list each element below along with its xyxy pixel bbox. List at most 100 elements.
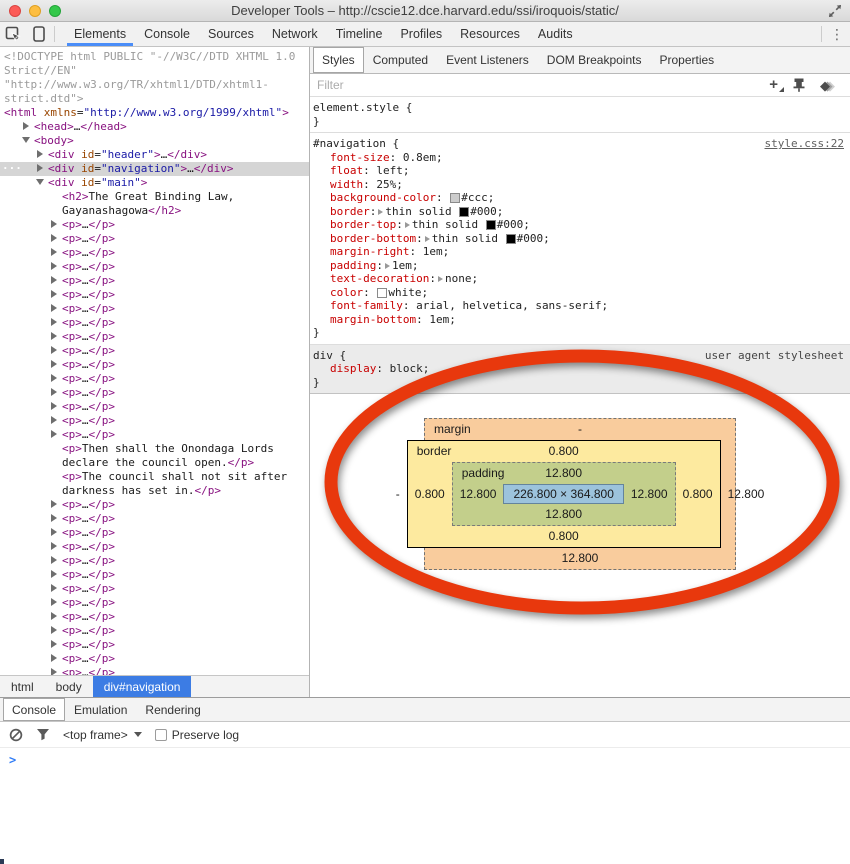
sidebar-tab-event-listeners[interactable]: Event Listeners: [446, 53, 529, 67]
margin-bottom-value[interactable]: 12.800: [561, 551, 599, 565]
tree-row[interactable]: <p>…</p>: [0, 554, 309, 568]
property-name[interactable]: background-color: [330, 191, 436, 204]
twisty-collapsed-icon[interactable]: [48, 260, 62, 274]
shorthand-expand-icon[interactable]: [384, 262, 390, 269]
tab-profiles[interactable]: Profiles: [400, 27, 443, 41]
drawer-tab-rendering[interactable]: Rendering: [145, 702, 201, 717]
console-output[interactable]: >: [0, 748, 850, 864]
tree-row[interactable]: <p>…</p>: [0, 260, 309, 274]
tree-row[interactable]: <p>…</p>: [0, 218, 309, 232]
tree-row[interactable]: <html xmlns="http://www.w3.org/1999/xhtm…: [0, 106, 309, 120]
padding-right-value[interactable]: 12.800: [630, 487, 668, 501]
twisty-collapsed-icon[interactable]: [48, 246, 62, 260]
box-model-content[interactable]: 226.800 × 364.800: [503, 484, 624, 504]
twisty-collapsed-icon[interactable]: [48, 554, 62, 568]
property-name[interactable]: padding: [330, 258, 377, 272]
twisty-collapsed-icon[interactable]: [48, 414, 62, 428]
tree-row[interactable]: Gayanashagowa</h2>: [0, 204, 309, 218]
twisty-collapsed-icon[interactable]: [48, 330, 62, 344]
tree-row[interactable]: <p>…</p>: [0, 498, 309, 512]
rule-selector[interactable]: element.style {: [313, 101, 413, 114]
resize-expand-icon[interactable]: [828, 4, 842, 18]
border-left-value[interactable]: 0.800: [414, 487, 445, 501]
tree-row[interactable]: <p>…</p>: [0, 246, 309, 260]
stylesheet-link[interactable]: style.css:22: [764, 137, 844, 150]
css-property[interactable]: float: left;: [330, 164, 410, 177]
breadcrumb-item-html[interactable]: html: [11, 679, 34, 694]
twisty-collapsed-icon[interactable]: [48, 596, 62, 610]
tree-row[interactable]: <head>…</head>: [0, 120, 309, 134]
color-swatch[interactable]: [459, 206, 470, 217]
property-name[interactable]: text-decoration: [330, 272, 430, 285]
tree-row[interactable]: strict.dtd">: [0, 92, 309, 106]
tree-row[interactable]: <p>…</p>: [0, 302, 309, 316]
tree-row[interactable]: darkness has set in.</p>: [0, 484, 309, 498]
color-swatch[interactable]: [377, 287, 388, 298]
tree-row[interactable]: "http://www.w3.org/TR/xhtml1/DTD/xhtml1-: [0, 78, 309, 92]
row-ellipsis-handle[interactable]: ...: [2, 159, 22, 172]
tree-row[interactable]: <p>…</p>: [0, 330, 309, 344]
tab-sources[interactable]: Sources: [207, 27, 254, 41]
tab-elements[interactable]: Elements: [65, 22, 135, 46]
twisty-collapsed-icon[interactable]: [48, 274, 62, 288]
property-name[interactable]: width: [330, 177, 364, 191]
css-property[interactable]: font-size: 0.8em;: [330, 150, 443, 164]
clear-console-icon[interactable]: [9, 728, 23, 742]
tree-row[interactable]: <p>…</p>: [0, 232, 309, 246]
filter-funnel-icon[interactable]: [36, 728, 50, 741]
margin-left-value[interactable]: -: [395, 487, 400, 501]
tree-row[interactable]: <body>: [0, 134, 309, 148]
twisty-collapsed-icon[interactable]: [48, 218, 62, 232]
tree-row[interactable]: <p>…</p>: [0, 624, 309, 638]
twisty-collapsed-icon[interactable]: [34, 148, 48, 162]
tree-row[interactable]: declare the council open.</p>: [0, 456, 309, 470]
property-name[interactable]: display: [330, 362, 377, 375]
property-name[interactable]: border-bottom: [330, 231, 417, 245]
tab-audits[interactable]: Audits: [537, 27, 573, 41]
element-state-icon[interactable]: [820, 79, 838, 92]
twisty-collapsed-icon[interactable]: [48, 232, 62, 246]
twisty-collapsed-icon[interactable]: [48, 400, 62, 414]
tree-row[interactable]: <p>…</p>: [0, 316, 309, 330]
sidebar-tab-properties[interactable]: Properties: [659, 53, 715, 67]
tree-row[interactable]: <p>…</p>: [0, 568, 309, 582]
padding-bottom-value[interactable]: 12.800: [545, 507, 582, 521]
twisty-collapsed-icon[interactable]: [48, 386, 62, 400]
property-name[interactable]: margin-right: [330, 245, 410, 258]
css-property[interactable]: padding:1em;: [330, 258, 419, 272]
tree-row[interactable]: <p>…</p>: [0, 386, 309, 400]
breadcrumb-item-div-navigation[interactable]: div#navigation: [92, 676, 192, 697]
twisty-collapsed-icon[interactable]: [48, 498, 62, 512]
tree-row[interactable]: <div id="header">…</div>: [0, 148, 309, 162]
twisty-collapsed-icon[interactable]: [48, 512, 62, 526]
new-style-rule-icon[interactable]: +: [769, 77, 784, 92]
css-property[interactable]: background-color: #ccc;: [330, 191, 495, 204]
zoom-window-button[interactable]: [49, 4, 61, 17]
property-name[interactable]: border-top: [330, 218, 397, 231]
minimize-window-button[interactable]: [29, 4, 41, 17]
inspect-element-icon[interactable]: [0, 22, 26, 46]
property-name[interactable]: float: [330, 164, 364, 177]
frame-selector[interactable]: <top frame>: [63, 728, 142, 742]
twisty-collapsed-icon[interactable]: [48, 540, 62, 554]
preserve-log-checkbox[interactable]: [154, 728, 167, 741]
tree-row[interactable]: <p>…</p>: [0, 582, 309, 596]
twisty-collapsed-icon[interactable]: [48, 358, 62, 372]
twisty-collapsed-icon[interactable]: [48, 288, 62, 302]
property-name[interactable]: border: [330, 204, 370, 218]
property-name[interactable]: color: [330, 285, 364, 299]
twisty-collapsed-icon[interactable]: [48, 652, 62, 666]
tree-row[interactable]: <p>The council shall not sit after: [0, 470, 309, 484]
css-property[interactable]: border-top:thin solid #000;: [330, 218, 530, 231]
color-swatch[interactable]: [505, 233, 516, 244]
css-property[interactable]: font-family: arial, helvetica, sans-seri…: [330, 299, 609, 312]
twisty-collapsed-icon[interactable]: [34, 162, 48, 176]
tree-row[interactable]: <p>…</p>: [0, 400, 309, 414]
drawer-tab-emulation[interactable]: Emulation: [74, 702, 128, 717]
sidebar-tab-dom-breakpoints[interactable]: DOM Breakpoints: [546, 53, 642, 67]
pin-icon[interactable]: [793, 78, 805, 92]
tree-row[interactable]: <h2>The Great Binding Law,: [0, 190, 309, 204]
tab-network[interactable]: Network: [271, 27, 318, 41]
shorthand-expand-icon[interactable]: [378, 208, 384, 215]
color-swatch[interactable]: [485, 220, 496, 230]
